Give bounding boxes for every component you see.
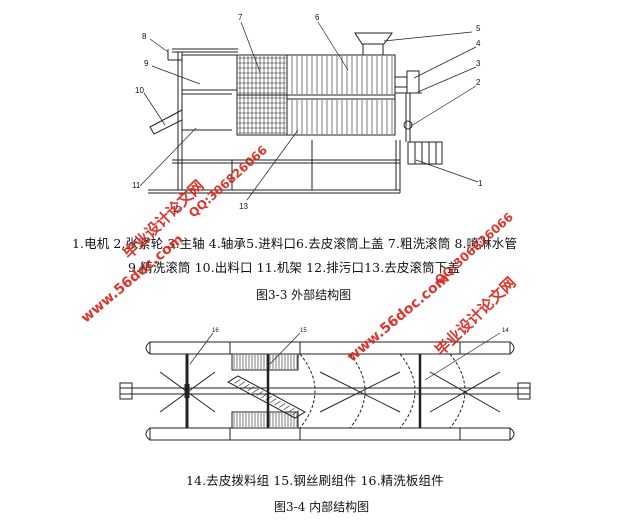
figure1-legend-line1: 1.电机 2.张紧轮 3.主轴 4.轴承5.进料口6.去皮滚筒上盖 7.粗洗滚筒… xyxy=(72,236,517,251)
feed-hopper xyxy=(354,32,393,56)
peeling-drum xyxy=(286,54,396,136)
belt-drive xyxy=(403,93,413,142)
discharge-chute xyxy=(149,109,183,135)
callout-1: 1 xyxy=(478,179,483,188)
callout-16: 16 xyxy=(212,328,219,334)
motor xyxy=(407,141,443,165)
callout-6: 6 xyxy=(315,13,320,22)
callout-7: 7 xyxy=(238,13,243,22)
callout-9: 9 xyxy=(144,59,149,68)
diagonal-brush-hatch xyxy=(229,376,304,418)
callout-12: 12 xyxy=(172,205,181,214)
callout-8: 8 xyxy=(142,32,147,41)
callout-4: 4 xyxy=(476,39,481,48)
leader-lines-2 xyxy=(189,332,501,381)
figure2-legend: 14.去皮拨料组 15.钢丝刷组件 16.精洗板组件 xyxy=(186,473,444,488)
bearing-housing xyxy=(406,70,420,94)
internal-assembly xyxy=(119,341,531,441)
peeling-drum-ribs xyxy=(291,56,393,134)
fine-wash-drum xyxy=(181,54,238,91)
callout-3: 3 xyxy=(476,59,481,68)
figure2-caption: 图3-4 内部结构图 xyxy=(274,500,370,514)
coarse-drum-mesh xyxy=(238,56,286,134)
wire-brush-bristles xyxy=(233,355,298,427)
spray-pipe xyxy=(167,49,182,61)
figure1-legend-line2: 9.精洗滚筒 10.出料口 11.机架 12.排污口13.去皮滚筒下盖 xyxy=(128,260,460,275)
callout-15: 15 xyxy=(300,328,307,334)
bearing xyxy=(394,76,408,88)
callout-14: 14 xyxy=(502,328,509,334)
callout-11: 11 xyxy=(132,181,141,190)
callout-10: 10 xyxy=(135,86,144,95)
figure1-caption: 图3-3 外部结构图 xyxy=(256,288,352,302)
callout-2: 2 xyxy=(476,78,481,87)
callout-13: 13 xyxy=(239,202,248,211)
leader-lines xyxy=(139,21,479,201)
callout-5: 5 xyxy=(476,24,481,33)
